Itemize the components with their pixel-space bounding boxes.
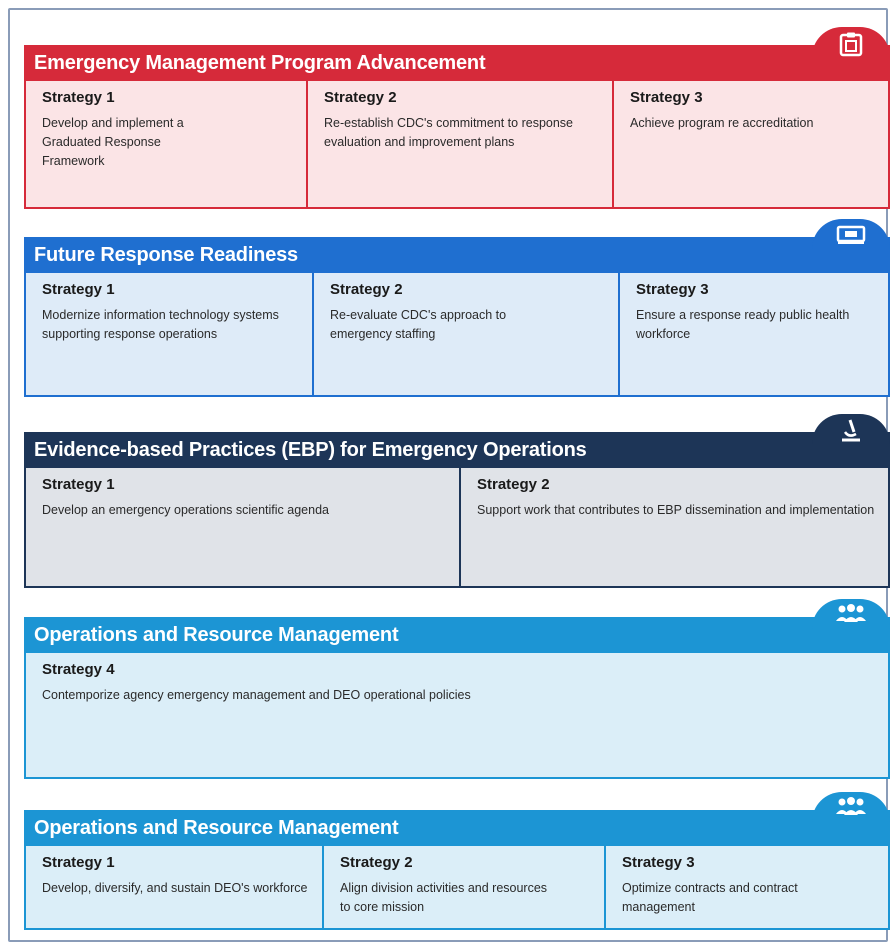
people-icon	[834, 796, 868, 818]
strategy-cell: Strategy 3 Ensure a response ready publi…	[620, 273, 888, 395]
strategy-label: Strategy 4	[42, 661, 115, 678]
section-header: Operations and Resource Management	[24, 599, 890, 653]
strategy-label: Strategy 1	[42, 281, 115, 298]
strategy-text: Develop, diversify, and sustain DEO's wo…	[42, 881, 308, 895]
strategy-cell: Strategy 1 Develop an emergency operatio…	[26, 468, 461, 586]
strategy-text: Align division activities and resources …	[340, 881, 548, 914]
people-icon	[834, 603, 868, 625]
monitor-icon	[836, 223, 866, 245]
strategy-row: Strategy 1 Modernize information technol…	[24, 273, 890, 397]
section-icon-tab	[812, 27, 890, 67]
strategy-row: Strategy 1 Develop and implement a Gradu…	[24, 81, 890, 209]
strategy-label: Strategy 1	[42, 89, 115, 106]
strategy-cell: Strategy 1 Modernize information technol…	[26, 273, 314, 395]
strategy-label: Strategy 2	[324, 89, 397, 106]
strategy-text: Contemporize agency emergency management…	[42, 688, 471, 702]
strategy-cell: Strategy 4 Contemporize agency emergency…	[26, 653, 888, 777]
section-header: Emergency Management Program Advancement	[24, 27, 890, 81]
strategy-label: Strategy 3	[622, 854, 695, 871]
section-icon-tab	[812, 599, 890, 639]
strategy-text: Re-establish CDC's commitment to respons…	[324, 116, 573, 149]
section-header: Future Response Readiness	[24, 219, 890, 273]
section-icon-tab	[812, 792, 890, 832]
strategy-label: Strategy 2	[477, 476, 550, 493]
section-operations-resource-management: Operations and Resource Management Strat…	[24, 599, 890, 779]
strategy-cell: Strategy 3 Optimize contracts and contra…	[606, 846, 888, 928]
strategy-text: Support work that contributes to EBP dis…	[477, 503, 875, 517]
section-response-readiness: Future Response Readiness Strategy 1 Mod…	[24, 219, 890, 397]
strategy-text: Achieve program re accreditation	[630, 116, 814, 130]
strategy-text: Develop an emergency operations scientif…	[42, 503, 329, 517]
clipboard-icon	[838, 31, 864, 57]
strategy-text: Ensure a response ready public health wo…	[636, 308, 850, 341]
strategy-label: Strategy 2	[330, 281, 403, 298]
strategy-row: Strategy 1 Develop an emergency operatio…	[24, 468, 890, 588]
strategy-text: Re-evaluate CDC's approach to emergency …	[330, 308, 507, 341]
section-evidence-based-practices: Evidence-based Practices (EBP) for Emerg…	[24, 414, 890, 588]
strategy-cell: Strategy 2 Support work that contributes…	[461, 468, 888, 586]
section-icon-tab	[812, 219, 890, 259]
section-title: Evidence-based Practices (EBP) for Emerg…	[34, 439, 587, 461]
section-program-advancement: Emergency Management Program Advancement…	[24, 27, 890, 209]
strategy-label: Strategy 2	[340, 854, 413, 871]
strategy-cell: Strategy 1 Develop, diversify, and susta…	[26, 846, 324, 928]
strategy-text: Optimize contracts and contract manageme…	[622, 881, 798, 914]
section-title: Future Response Readiness	[34, 244, 298, 266]
strategy-cell: Strategy 2 Re-evaluate CDC's approach to…	[314, 273, 620, 395]
strategy-label: Strategy 3	[630, 89, 703, 106]
section-title: Operations and Resource Management	[34, 624, 399, 646]
section-header: Evidence-based Practices (EBP) for Emerg…	[24, 414, 890, 468]
strategy-text: Develop and implement a Graduated Respon…	[42, 116, 184, 168]
strategy-row: Strategy 4 Contemporize agency emergency…	[24, 653, 890, 779]
strategy-text: Modernize information technology systems…	[42, 308, 279, 341]
section-title: Emergency Management Program Advancement	[34, 52, 486, 74]
strategy-cell: Strategy 2 Align division activities and…	[324, 846, 606, 928]
strategy-row: Strategy 1 Develop, diversify, and susta…	[24, 846, 890, 930]
strategy-cell: Strategy 3 Achieve program re accreditat…	[614, 81, 888, 207]
strategy-cell: Strategy 1 Develop and implement a Gradu…	[26, 81, 308, 207]
section-title: Operations and Resource Management	[34, 817, 399, 839]
strategy-label: Strategy 3	[636, 281, 709, 298]
section-header: Operations and Resource Management	[24, 792, 890, 846]
section-icon-tab	[812, 414, 890, 454]
strategy-label: Strategy 1	[42, 476, 115, 493]
strategy-cell: Strategy 2 Re-establish CDC's commitment…	[308, 81, 614, 207]
microscope-icon	[839, 418, 863, 444]
strategy-label: Strategy 1	[42, 854, 115, 871]
section-operations-resource-management-2: Operations and Resource Management Strat…	[24, 792, 890, 930]
